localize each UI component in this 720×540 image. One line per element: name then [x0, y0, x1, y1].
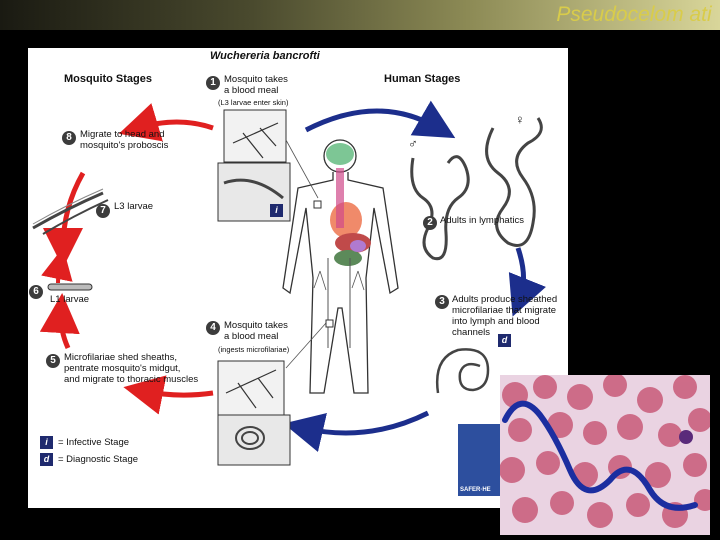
arrow-blue-top — [304, 100, 456, 139]
step-4-sublabel: (ingests microfilariae) — [218, 345, 290, 354]
mosquito-stages-header: Mosquito Stages — [64, 73, 153, 85]
figure-title: Wuchereria bancrofti — [210, 50, 320, 62]
legend-diagnostic-badge: d — [40, 453, 53, 466]
slide-title: Pseudocelom ati — [556, 3, 712, 26]
arrow-red-bottom — [123, 375, 214, 415]
female-symbol: ♀ — [515, 112, 525, 127]
arrow-red-left-mid — [41, 247, 73, 284]
arrow-blue-right — [508, 247, 546, 317]
step-3-label: Adults produce sheathed microfilariae th… — [452, 294, 558, 338]
l3-larvae — [32, 191, 104, 230]
diagnostic-stage-marker: d — [498, 334, 511, 347]
adult-worm-female — [485, 117, 543, 247]
legend-infective-badge: i — [40, 436, 53, 449]
step-4-badge: 4 — [206, 321, 220, 335]
cdc-logo — [458, 424, 508, 496]
microfilaria-human — [435, 348, 490, 394]
arrow-red-left-lower — [39, 293, 80, 350]
step-7-badge: 7 — [96, 204, 110, 218]
legend-infective-text: = Infective Stage — [58, 437, 130, 448]
step-1-sublabel: (L3 larvae enter skin) — [218, 98, 289, 107]
step-2-label: Adults in lymphatics — [440, 215, 524, 226]
infective-stage-marker: i — [270, 204, 283, 217]
step-4-label: Mosquito takes a blood meal — [224, 320, 288, 342]
step-5-badge: 5 — [46, 354, 60, 368]
title-bar — [0, 0, 720, 30]
arrow-blue-bottom — [283, 410, 430, 452]
microfilaria-box-bottom — [217, 414, 291, 466]
male-symbol: ♂ — [408, 136, 418, 151]
step-1-badge: 1 — [206, 76, 220, 90]
mosquito-box-top — [223, 109, 287, 163]
cdc-logo-text: SAFER·HE — [460, 487, 491, 493]
step-5-label: Microfilariae shed sheaths, pentrate mos… — [64, 352, 199, 385]
microfilaria-stained — [502, 400, 698, 511]
step-1-label: Mosquito takes a blood meal — [224, 74, 288, 96]
step-8-badge: 8 — [62, 131, 76, 145]
step-6-badge: 6 — [29, 285, 43, 299]
arrow-red-top — [118, 103, 214, 142]
diagram-artwork — [32, 100, 546, 466]
human-stages-header: Human Stages — [384, 73, 461, 85]
mosquito-box-bottom — [217, 360, 285, 416]
step-8-label: Migrate to head and mosquito's proboscis — [80, 129, 169, 151]
blood-smear-micrograph — [500, 375, 710, 535]
step-6-label: L1 larvae — [50, 294, 90, 305]
step-3-badge: 3 — [435, 295, 449, 309]
legend-diagnostic-text: = Diagnostic Stage — [58, 454, 139, 465]
step-7-label: L3 larvae — [114, 201, 154, 212]
step-2-badge: 2 — [423, 216, 437, 230]
adult-worm-male — [410, 155, 470, 261]
l1-larva — [47, 283, 93, 291]
